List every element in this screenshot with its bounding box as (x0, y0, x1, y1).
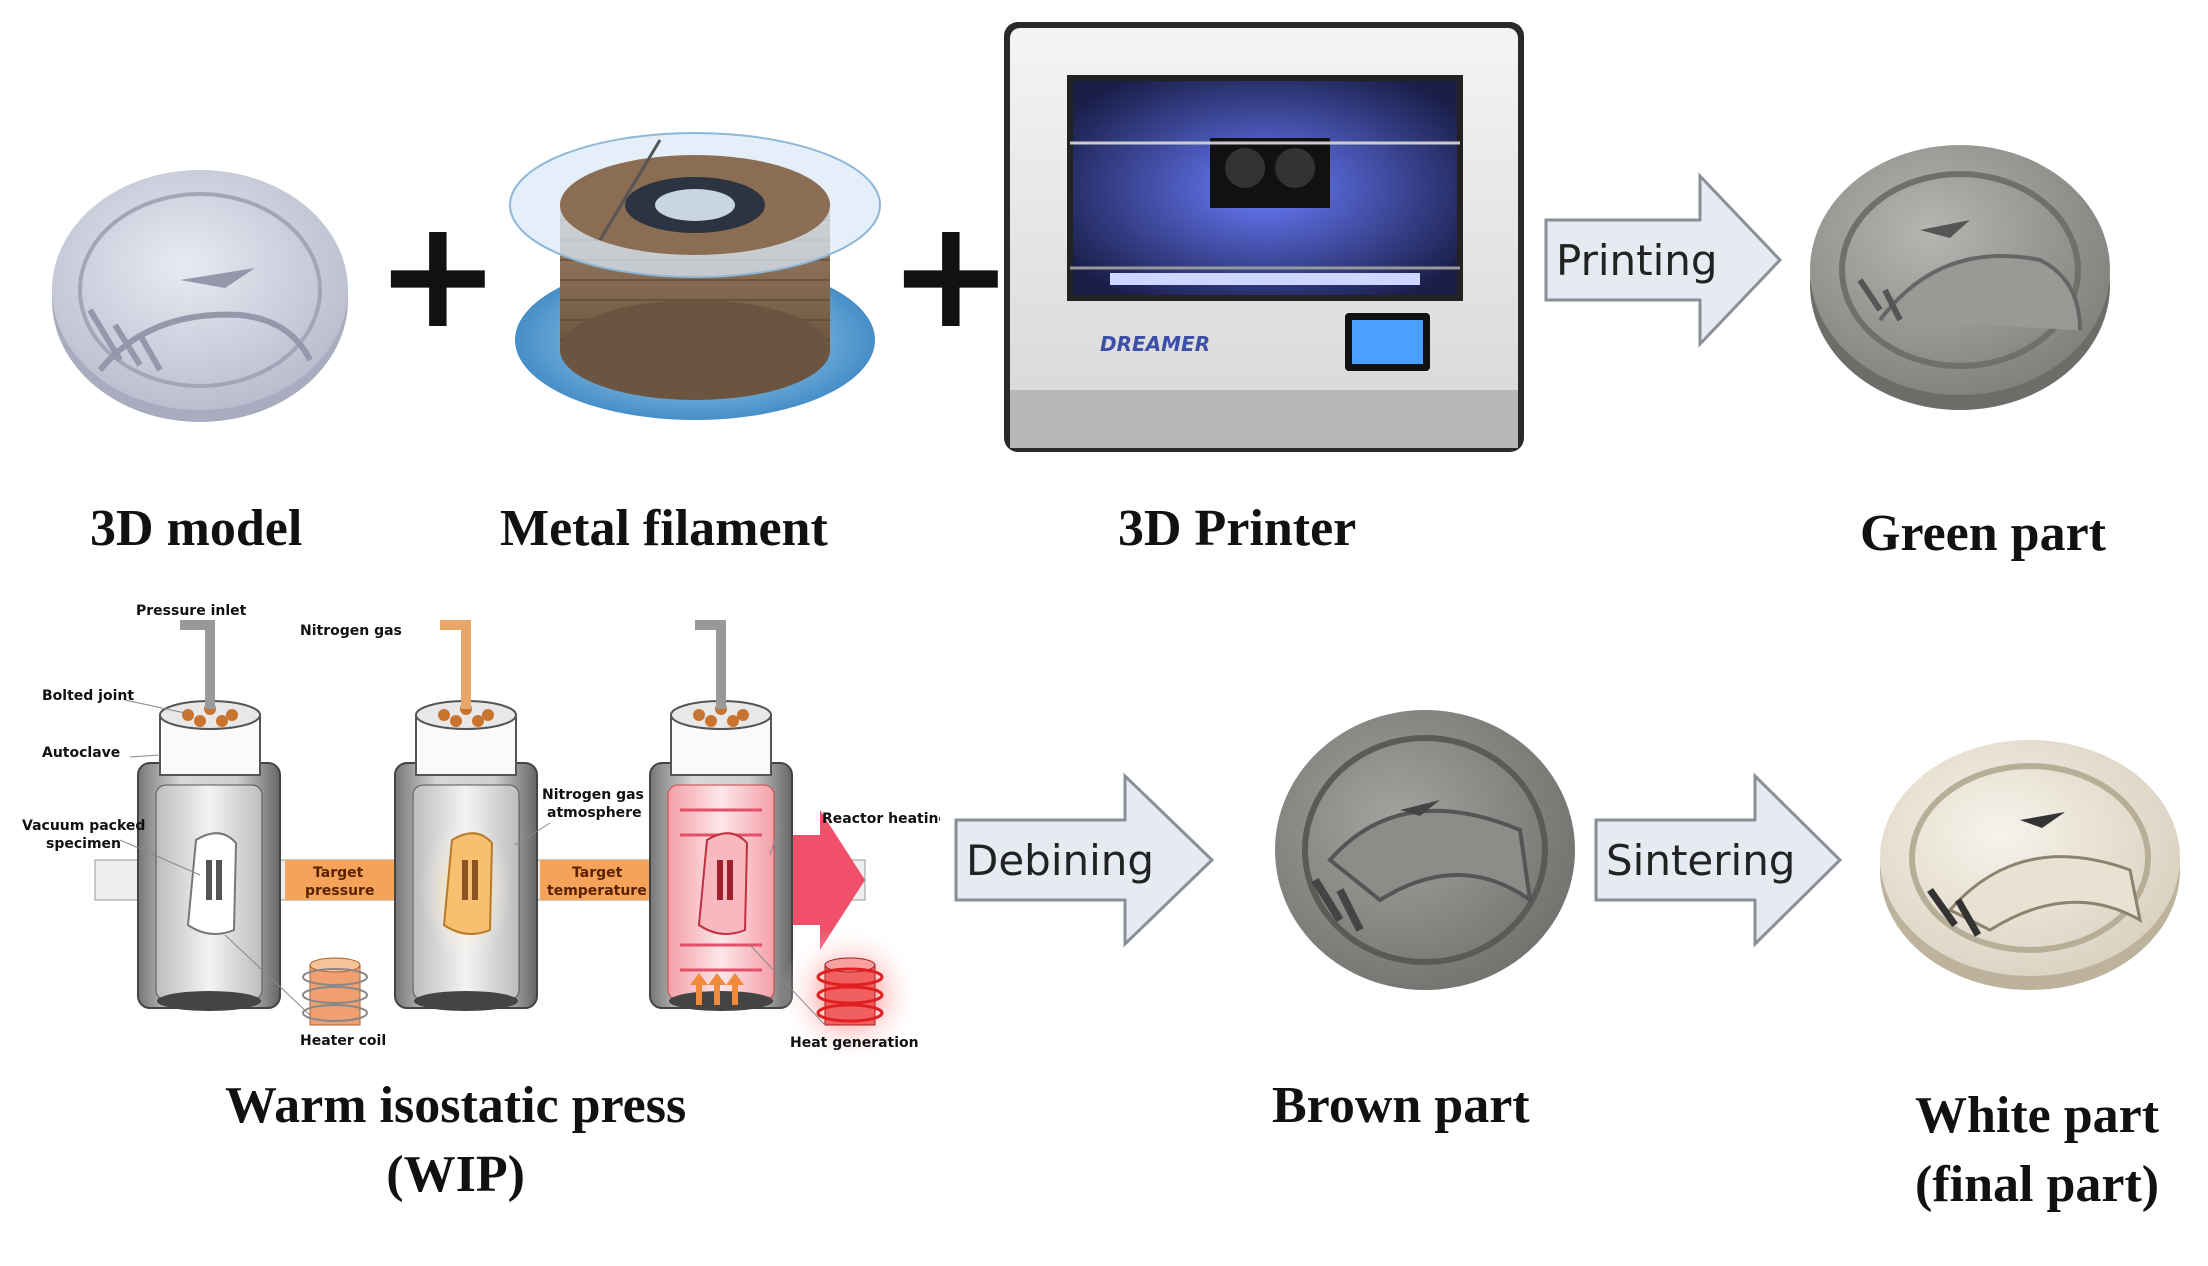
3d-model-image (52, 170, 348, 422)
nitrogen-atmosphere-label-2: atmosphere (547, 805, 642, 821)
debining-arrow-label: Debining (966, 836, 1154, 885)
nitrogen-gas-label: Nitrogen gas (300, 623, 402, 639)
wip-caption-line1: Warm isostatic press (225, 1077, 687, 1134)
3d-model-caption: 3D model (90, 500, 303, 557)
brown-part-image (1275, 710, 1575, 990)
target-temperature-label: Target (572, 865, 623, 881)
printer-brand-label: DREAMER (1100, 332, 1210, 356)
printing-arrow-label: Printing (1556, 236, 1718, 285)
autoclave-label: Autoclave (42, 745, 120, 761)
metal-filament-image (509, 132, 881, 420)
vacuum-packed-label-2: specimen (46, 836, 121, 852)
wip-caption-line2: (WIP) (386, 1145, 525, 1203)
brown-part-caption: Brown part (1272, 1077, 1530, 1134)
target-pressure-label-2: pressure (305, 883, 374, 899)
wip-vessel-2 (394, 620, 538, 1011)
heater-coil-label: Heater coil (300, 1033, 386, 1049)
heater-coil-icon (302, 957, 368, 1026)
white-part-caption-line1: White part (1915, 1087, 2160, 1144)
green-part-caption: Green part (1860, 505, 2106, 562)
sintering-arrow: Sintering (1594, 772, 1843, 948)
3d-printer-image: DREAMER (1004, 22, 1524, 452)
plus-sign: + (375, 188, 501, 362)
3d-printer-caption: 3D Printer (1118, 500, 1357, 557)
green-part-image (1810, 145, 2110, 410)
heat-generation-label: Heat generation (790, 1035, 919, 1051)
vacuum-packed-label: Vacuum packed (22, 818, 145, 834)
sintering-arrow-label: Sintering (1606, 836, 1795, 885)
heat-generation-icon (780, 925, 920, 1055)
wip-vessel-1 (137, 620, 281, 1011)
white-part-image (1880, 740, 2180, 990)
target-temperature-label-2: temperature (547, 883, 647, 899)
debining-arrow: Debining (954, 772, 1215, 948)
white-part-caption-line2: (final part) (1915, 1155, 2160, 1213)
wip-diagram: Pressure inlet Nitrogen gas Bolted joint… (22, 603, 940, 1055)
plus-sign: + (888, 188, 1014, 362)
metal-filament-caption: Metal filament (500, 500, 828, 557)
white-part-caption: White part (final part) (1915, 1082, 2159, 1219)
bolted-joint-label: Bolted joint (42, 688, 134, 704)
reactor-heating-label: Reactor heating (822, 811, 940, 827)
wip-caption: Warm isostatic press (WIP) (225, 1072, 686, 1209)
pressure-inlet-label: Pressure inlet (136, 603, 247, 619)
nitrogen-atmosphere-label: Nitrogen gas (542, 787, 644, 803)
wip-vessel-3 (649, 620, 793, 1011)
printing-arrow: Printing (1544, 172, 1783, 348)
target-pressure-label: Target (313, 865, 364, 881)
